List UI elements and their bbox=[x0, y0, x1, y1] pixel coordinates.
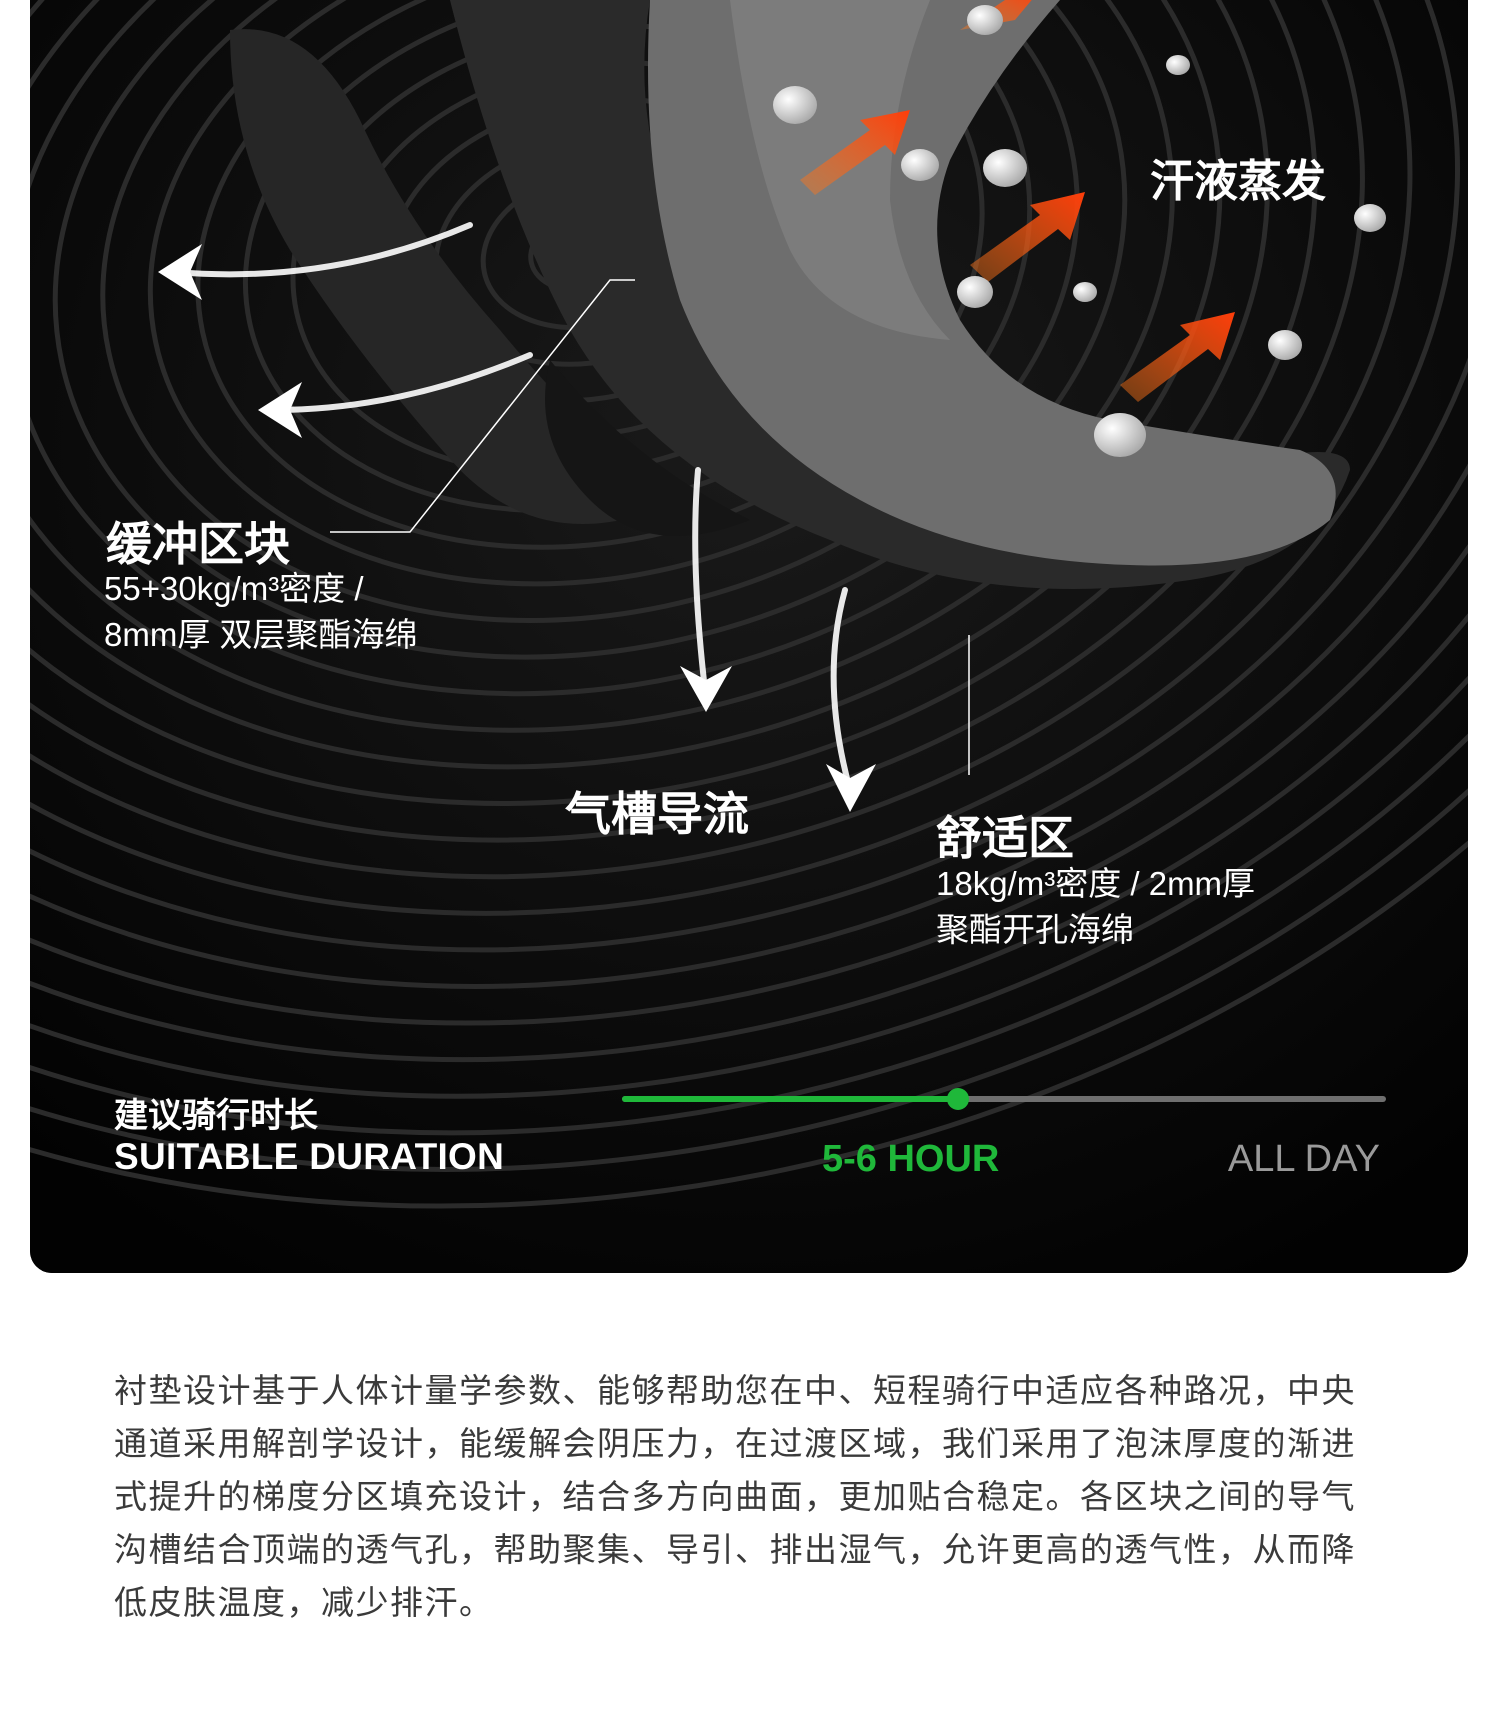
ripple-ring bbox=[30, 0, 1468, 989]
product-hero: 汗液蒸发 缓冲区块 55+30kg/m³密度 / 8mm厚 双层聚酯海绵 气槽导… bbox=[30, 0, 1468, 1273]
ripple-ring bbox=[30, 0, 1468, 1026]
duration-value: 5-6 HOUR bbox=[822, 1138, 1000, 1180]
duration-knob bbox=[947, 1088, 970, 1110]
ripple-rings bbox=[30, 0, 1468, 1209]
description-paragraph: 衬垫设计基于人体计量学参数、能够帮助您在中、短程骑行中适应各种路况，中央通道采用… bbox=[114, 1372, 1356, 1621]
product-illustration bbox=[30, 0, 1468, 1273]
flow-arrow-left-1 bbox=[172, 222, 473, 278]
ripple-ring bbox=[30, 0, 1365, 843]
ripple-ring bbox=[30, 0, 1270, 770]
duration-fill bbox=[622, 1096, 959, 1102]
duration-track bbox=[622, 1088, 1386, 1110]
ripple-ring bbox=[30, 0, 1468, 1063]
duration-max: ALL DAY bbox=[1227, 1138, 1380, 1180]
arrow-heads bbox=[158, 244, 876, 812]
cushion-spec-line1: 55+30kg/m³密度 / bbox=[104, 570, 364, 607]
ripple-ring bbox=[30, 0, 1461, 916]
ripple-ring bbox=[30, 0, 1413, 880]
duration-label-en: SUITABLE DURATION bbox=[114, 1136, 505, 1177]
ripple-ring bbox=[52, 0, 1128, 660]
ripple-ring bbox=[147, 0, 1033, 587]
comfort-zone-spec: 18kg/m³密度 / 2mm厚 聚酯开孔海绵 bbox=[936, 861, 1255, 953]
ripple-ring bbox=[30, 0, 1468, 1172]
ripple-ring bbox=[30, 0, 1468, 953]
ripple-ring bbox=[30, 0, 1468, 1099]
ripple-ring bbox=[30, 0, 1468, 1209]
flow-arrow-left-2 bbox=[272, 352, 533, 413]
sweat-droplets bbox=[773, 5, 1386, 457]
flow-arrow-down-2 bbox=[830, 587, 853, 793]
ripple-ring bbox=[30, 0, 1318, 806]
ripple-ring bbox=[100, 0, 1080, 623]
sweat-evaporation-arrows bbox=[800, 0, 1235, 402]
comfort-zone-title: 舒适区 bbox=[936, 812, 1074, 864]
ripple-ring bbox=[30, 0, 1223, 733]
cushion-block-spec: 55+30kg/m³密度 / 8mm厚 双层聚酯海绵 bbox=[104, 566, 418, 658]
cushion-spec-line2: 8mm厚 双层聚酯海绵 bbox=[104, 616, 418, 653]
duration-label-cn: 建议骑行时长 bbox=[114, 1097, 318, 1135]
airflow-channel-label: 气槽导流 bbox=[565, 788, 749, 840]
comfort-spec-line2: 聚酯开孔海绵 bbox=[936, 911, 1134, 948]
airflow-arrows bbox=[172, 222, 853, 793]
ripple-ring bbox=[30, 0, 1175, 697]
ripple-ring bbox=[195, 0, 985, 550]
flow-arrow-down-1 bbox=[692, 467, 708, 693]
sweat-evaporation-label: 汗液蒸发 bbox=[1150, 157, 1326, 206]
callout-lines bbox=[330, 279, 970, 775]
cushion-block-title: 缓冲区块 bbox=[106, 518, 290, 570]
comfort-spec-line1: 18kg/m³密度 / 2mm厚 bbox=[936, 865, 1256, 902]
